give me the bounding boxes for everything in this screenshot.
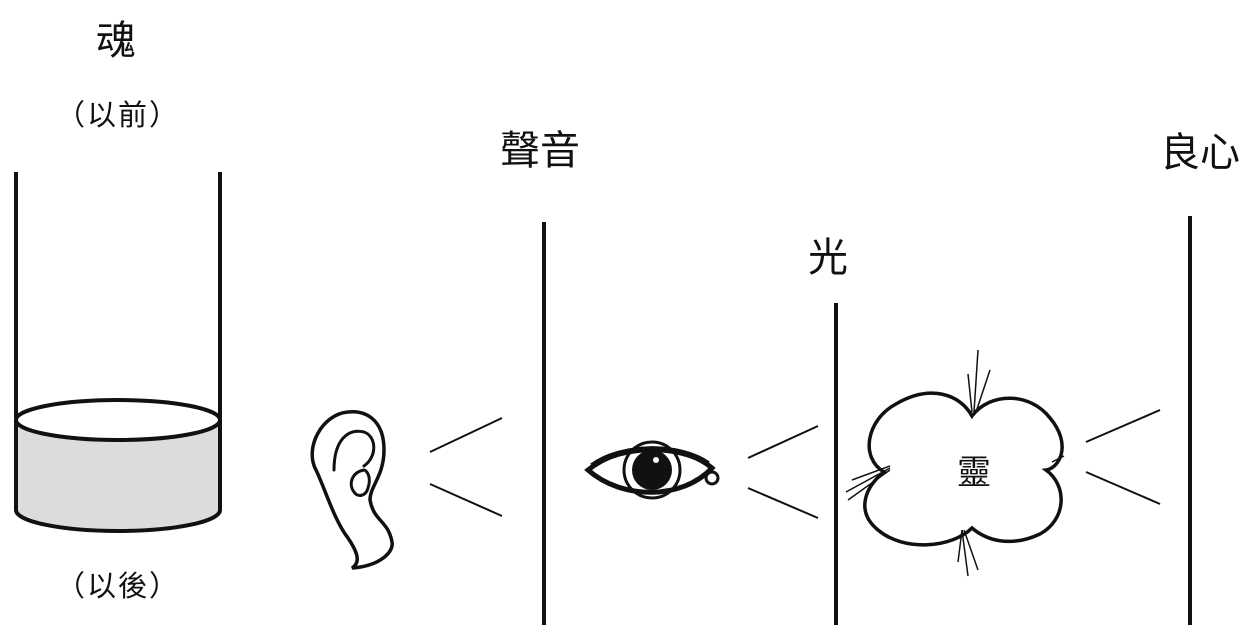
conscience-ray-lower: [1086, 472, 1160, 504]
cylinder-icon: [16, 172, 220, 531]
light-ray-lower: [748, 488, 818, 518]
eye-icon: [588, 442, 718, 498]
conscience-ray-upper: [1086, 410, 1160, 442]
sound-ray-upper: [430, 418, 502, 452]
spirit-label: 靈: [957, 453, 991, 493]
light-ray-upper: [748, 426, 818, 458]
sound-ray-lower: [430, 484, 502, 516]
ear-icon: [312, 412, 392, 568]
